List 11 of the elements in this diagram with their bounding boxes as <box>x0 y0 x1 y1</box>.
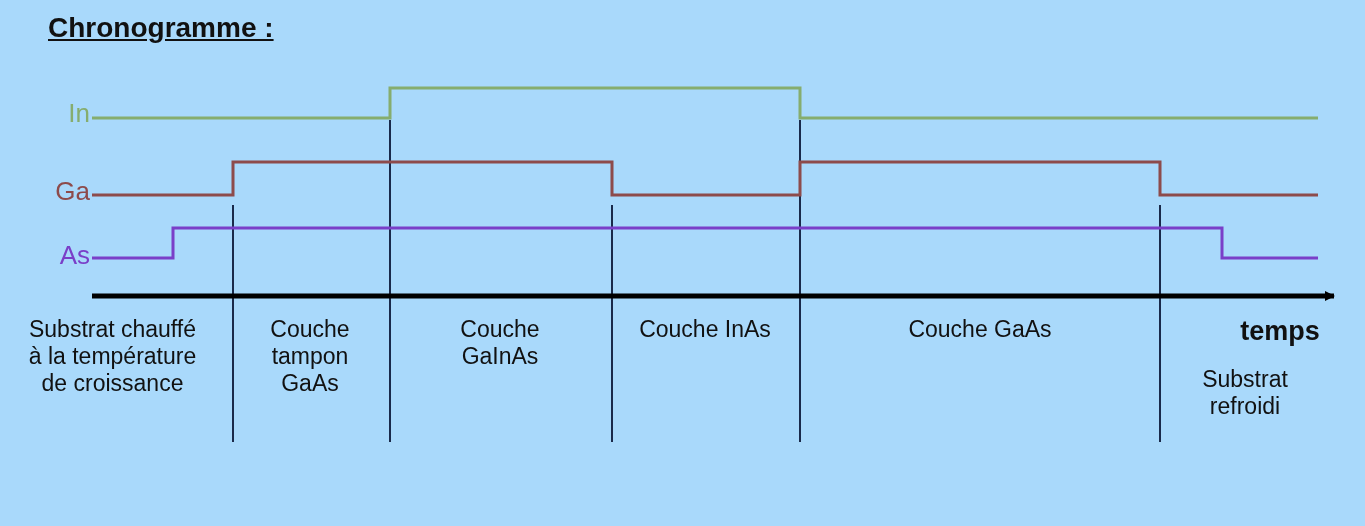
phase-label: Couche tampon GaAs <box>269 316 351 397</box>
signal-name: Ga <box>54 178 90 205</box>
phase-label: Couche InAs <box>638 316 772 343</box>
signal-name: As <box>58 242 90 269</box>
signal-name: In <box>67 100 90 127</box>
phase-label: Couche GaInAs <box>459 316 541 370</box>
diagram-title: Chronogramme : <box>48 14 274 41</box>
phase-label: Couche GaAs <box>907 316 1053 343</box>
phase-label: Substrat chauffé à la température de croissance <box>27 316 198 397</box>
phase-label: Substrat refroidi <box>1201 366 1289 420</box>
axis-label: temps <box>1239 318 1321 345</box>
